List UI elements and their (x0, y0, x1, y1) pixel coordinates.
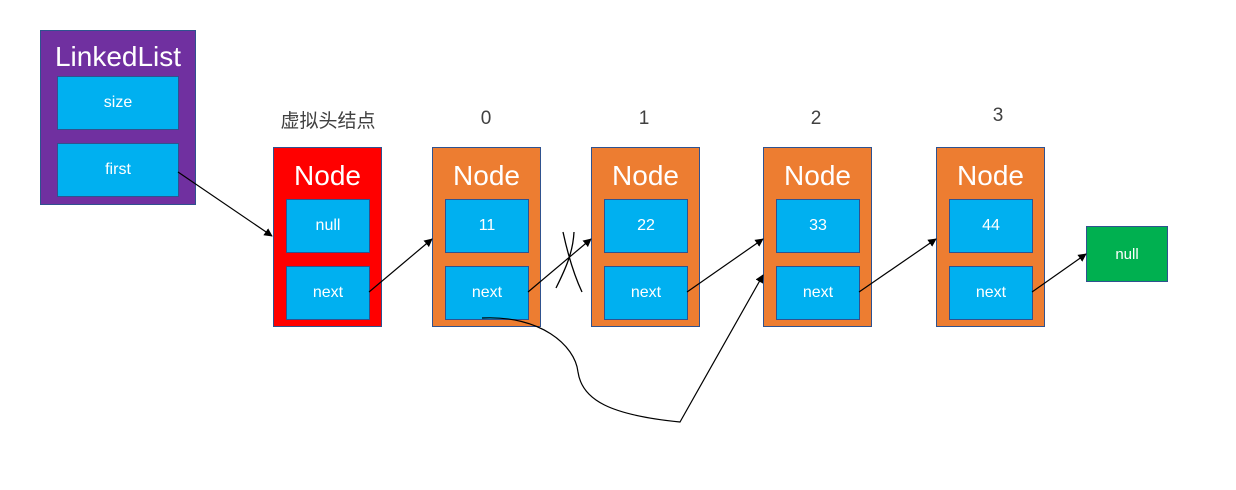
dummy-head-node: Node null next (273, 147, 382, 327)
node-value: 22 (604, 199, 688, 253)
cross-out-mark (555, 231, 583, 293)
node-3: Node 44 next (936, 147, 1045, 327)
size-field: size (57, 76, 179, 130)
node-index-1: 1 (638, 108, 650, 129)
dummy-head-label: 虚拟头结点 (280, 111, 376, 132)
node-value: 11 (445, 199, 529, 253)
node0-to-node1-arrow (527, 238, 592, 293)
node-index-2: 2 (810, 108, 822, 129)
linkedlist-title: LinkedList (54, 41, 182, 72)
node-value: 33 (776, 199, 860, 253)
node-next: next (445, 266, 529, 320)
node-next: next (604, 266, 688, 320)
node-next: next (949, 266, 1033, 320)
node-2: Node 33 next (763, 147, 872, 327)
node-next: next (286, 266, 370, 320)
node-index-3: 3 (992, 105, 1004, 126)
node-index-0: 0 (480, 108, 492, 129)
linkedlist-box: LinkedList size first (40, 30, 196, 205)
node-0: Node 11 next (432, 147, 541, 327)
node-next: next (776, 266, 860, 320)
node-title: Node (612, 160, 679, 191)
node-title: Node (957, 160, 1024, 191)
first-field: first (57, 143, 179, 197)
node3-to-null-arrow (1031, 253, 1087, 293)
node2-to-node3-arrow (858, 238, 937, 293)
head-to-node0-arrow (368, 238, 433, 293)
node-1: Node 22 next (591, 147, 700, 327)
node-value: 44 (949, 199, 1033, 253)
node-title: Node (294, 160, 361, 191)
node1-to-node2-arrow (686, 238, 764, 293)
bypass-link-arrow (481, 274, 764, 423)
node-title: Node (453, 160, 520, 191)
node-title: Node (784, 160, 851, 191)
first-to-head-arrow (177, 171, 273, 237)
node-value: null (286, 199, 370, 253)
